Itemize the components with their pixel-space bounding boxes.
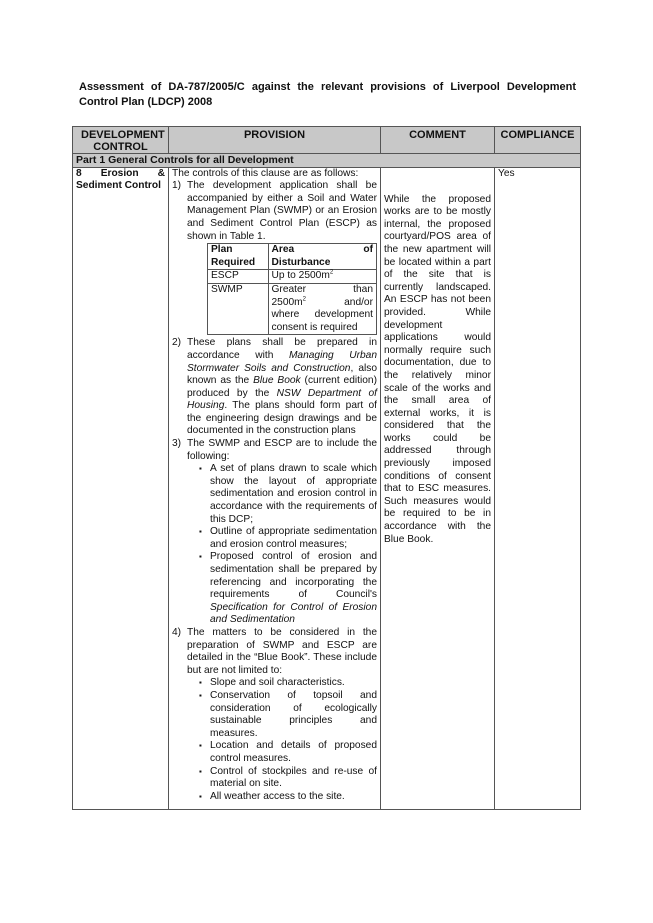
provision-item-3-bullets: A set of plans drawn to scale which show…	[187, 463, 377, 627]
plan-table-header-plan: Plan Required	[207, 243, 269, 271]
p3-bullet-3-text: Proposed control of erosion and sediment…	[210, 551, 377, 601]
provision-cell: The controls of this clause are as follo…	[168, 166, 381, 811]
provision-item-1-text: The development application shall be acc…	[187, 180, 377, 242]
p2-text-4: . The plans should form part of the engi…	[187, 400, 377, 437]
area-swmp-w2: than	[353, 283, 373, 295]
provision-item-4-bullets: Slope and soil characteristics. Conserva…	[187, 677, 377, 803]
plan-table-row-escp: ESCP Up to 2500m2	[207, 269, 377, 284]
area-escp-value: Up to 2500m	[271, 270, 330, 282]
header-development-control: DEVELOPMENT CONTROL	[72, 126, 169, 154]
header-provision: PROVISION	[168, 126, 381, 154]
p2-italic-3: NSW Department of Housing	[187, 387, 377, 412]
area-swmp-w3: 2500m	[271, 296, 303, 308]
area-header-word1: Area	[271, 244, 295, 256]
plan-table-header-area: Area of Disturbance	[267, 243, 377, 271]
p4-bullet-5: All weather access to the site.	[199, 791, 377, 804]
compliance-value: Yes	[498, 167, 515, 179]
comment-text: While the proposed works are to be mostl…	[384, 193, 491, 545]
header-comment: COMMENT	[380, 126, 495, 154]
provision-item-4: 4) The matters to be considered in the p…	[172, 627, 377, 803]
plan-table-header: Plan Required Area of Disturbance	[207, 243, 377, 271]
clause-number: 8	[76, 167, 82, 179]
p4-bullet-2: Conservation of topsoil and consideratio…	[199, 690, 377, 740]
page-heading: Assessment of DA-787/2005/C against the …	[79, 81, 576, 108]
plan-table: Plan Required Area of Disturbance ESCP Up…	[207, 243, 377, 336]
provision-item-3-text: The SWMP and ESCP are to include the fol…	[187, 438, 377, 462]
p2-text-2: , also known as the	[187, 362, 378, 387]
plan-swmp: SWMP	[207, 282, 269, 336]
area-escp-sup: 2	[329, 269, 334, 276]
provision-item-3: 3) The SWMP and ESCP are to include the …	[172, 438, 377, 627]
compliance-cell: Yes	[494, 166, 581, 811]
provision-item-2-num: 2)	[172, 337, 182, 349]
p2-text-3: (current edition) produced by the	[187, 375, 377, 399]
p4-bullet-3: Location and details of proposed control…	[199, 740, 377, 765]
plan-header-line2: Required	[211, 256, 256, 268]
provision-item-3-num: 3)	[172, 438, 182, 450]
p3-bullet-1: A set of plans drawn to scale which show…	[199, 463, 377, 526]
p2-text-1: These plans shall be prepared in accorda…	[187, 337, 377, 361]
provision-item-2: 2) These plans shall be prepared in acco…	[172, 337, 377, 438]
comment-cell: While the proposed works are to be mostl…	[380, 166, 495, 811]
area-swmp-w1: Greater	[271, 283, 307, 295]
provision-item-1: 1) The development application shall be …	[172, 180, 377, 336]
area-swmp-sup: 2	[302, 296, 306, 303]
table-header-row: DEVELOPMENT CONTROL PROVISION COMMENT CO…	[72, 126, 581, 154]
plan-header-line1: Plan	[211, 244, 233, 256]
p3-bullet-2: Outline of appropriate sedimentation and…	[199, 526, 377, 551]
provision-item-4-text: The matters to be considered in the prep…	[187, 626, 377, 676]
p3-bullet-3: Proposed control of erosion and sediment…	[199, 551, 377, 627]
p4-bullet-4: Control of stockpiles and re-use of mate…	[199, 766, 377, 791]
clause-cell: 8 Erosion & Sediment Control	[72, 166, 169, 811]
plan-escp: ESCP	[207, 269, 269, 284]
area-swmp-w4: and/or	[344, 296, 373, 308]
clause-title-b: Sediment Control	[76, 180, 161, 192]
provision-intro: The controls of this clause are as follo…	[172, 167, 359, 179]
part-row: Part 1 General Controls for all Developm…	[72, 153, 581, 168]
header-compliance: COMPLIANCE	[494, 126, 581, 154]
area-swmp: Greater than 2500m2 and/or where developme…	[267, 282, 377, 336]
p4-bullet-1: Slope and soil characteristics.	[199, 677, 377, 690]
provision-list: 1) The development application shall be …	[172, 180, 377, 803]
area-header-line2: Disturbance	[271, 256, 331, 268]
provision-item-1-num: 1)	[172, 180, 182, 192]
assessment-table: DEVELOPMENT CONTROL PROVISION COMMENT CO…	[72, 126, 581, 811]
area-escp: Up to 2500m2	[267, 269, 377, 284]
clause-row: 8 Erosion & Sediment Control The control…	[72, 166, 581, 811]
clause-title-a: Erosion	[100, 167, 139, 179]
area-header-word2: of	[363, 244, 373, 256]
p2-italic-1: Managing Urban Stormwater Soils and Cons…	[187, 349, 377, 374]
area-swmp-w5: where development consent is required	[271, 309, 374, 333]
p3-bullet-3-italic: Specification for Control of Erosion and…	[210, 601, 377, 626]
plan-table-row-swmp: SWMP Greater than 2500m2 and/or where deve…	[207, 282, 377, 336]
part-title: Part 1 General Controls for all Developm…	[72, 153, 581, 168]
p2-italic-2: Blue Book	[253, 375, 301, 387]
clause-amp: &	[157, 167, 165, 179]
provision-item-4-num: 4)	[172, 626, 182, 638]
